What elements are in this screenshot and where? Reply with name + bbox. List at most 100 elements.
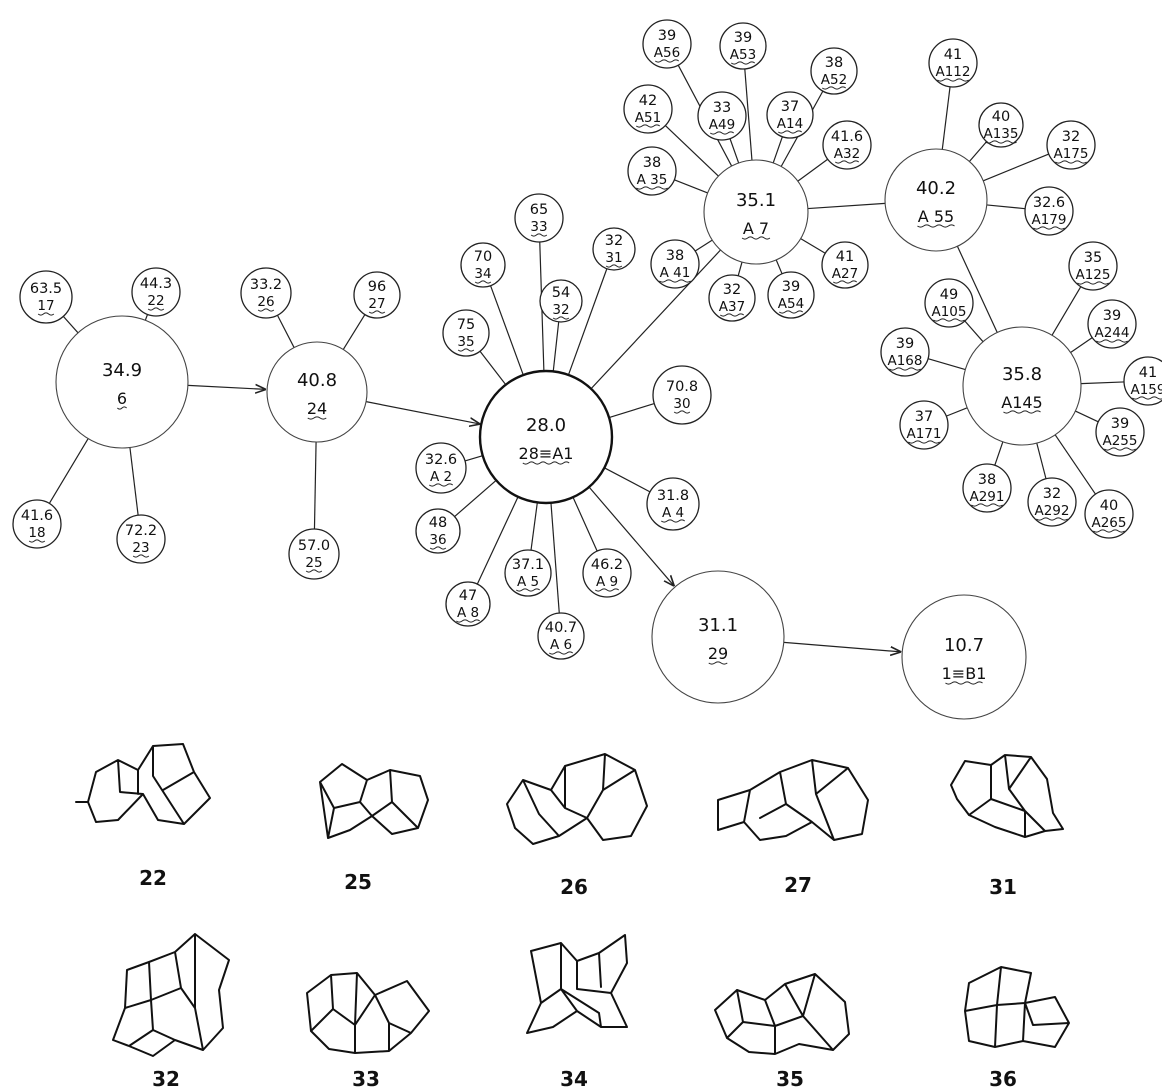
node-circle [539, 279, 583, 323]
node-value: 34.9 [102, 360, 142, 381]
node-circle [646, 477, 700, 531]
node-circle [537, 612, 585, 660]
node-label: 18 [28, 525, 45, 541]
edge-n6-n23 [129, 447, 139, 516]
node-label: 25 [305, 555, 322, 571]
label-underline [917, 224, 955, 228]
edge-nA1-nA5 [530, 502, 538, 551]
label-underline [709, 131, 735, 135]
node-circle [442, 309, 490, 357]
node-circle [623, 84, 673, 134]
edge-nA55-nA145 [956, 246, 998, 333]
label-underline [660, 519, 686, 523]
edge-nA145-nA168 [927, 358, 966, 371]
node-label: A 41 [660, 265, 691, 281]
edge-nA1-n30 [608, 402, 655, 419]
node-value: 49 [940, 287, 958, 303]
node-label: 31 [605, 250, 622, 266]
node-label: 36 [429, 532, 446, 548]
node-value: 47 [459, 588, 477, 604]
edge-n6-n22 [144, 314, 149, 321]
node-value: 10.7 [944, 635, 984, 656]
node-nA1: 28.028≡A1 [478, 369, 614, 505]
edge-nA1-nA7 [590, 249, 721, 390]
node-circle [415, 442, 467, 494]
node-label: A27 [832, 266, 858, 282]
structure-drawing [717, 759, 869, 841]
node-label: 35 [457, 334, 474, 350]
structure-s32: 32 [112, 933, 230, 1090]
edge-nA145-nA244 [1070, 337, 1093, 354]
edge-nA1-nA9 [572, 496, 598, 552]
node-circle [240, 267, 292, 319]
node-value: 39 [658, 28, 676, 44]
node-label: A52 [821, 72, 847, 88]
label-underline [117, 406, 127, 410]
edge-nA7-nA41 [694, 239, 713, 252]
node-circle [1027, 477, 1077, 527]
node-value: 41 [836, 249, 854, 265]
label-underline [1055, 160, 1087, 164]
label-underline [889, 367, 921, 371]
node-value: 38 [643, 155, 661, 171]
node-circle [266, 341, 368, 443]
node-value: 33.2 [250, 277, 282, 293]
node-label: A291 [969, 489, 1004, 505]
label-underline [730, 61, 756, 65]
node-circle [880, 327, 930, 377]
edge-nA1-nA8 [476, 496, 519, 585]
node-nA35: 38A 35 [627, 146, 677, 196]
node-circle [651, 570, 785, 704]
node-value: 38 [825, 55, 843, 71]
node-label: 6 [117, 389, 127, 408]
structure-drawing [506, 753, 648, 845]
node-n17: 63.517 [19, 270, 73, 324]
label-underline [719, 313, 745, 317]
edge-n24-n27 [342, 314, 366, 350]
node-circle [415, 508, 461, 554]
node-nA5: 37.1A 5 [504, 549, 552, 597]
node-n24: 40.824 [266, 341, 368, 443]
node-label: A105 [931, 304, 966, 320]
label-underline [933, 318, 965, 322]
node-circle [719, 22, 767, 70]
node-value: 39 [1111, 416, 1129, 432]
node-label: 24 [307, 399, 327, 418]
node-value: 41.6 [21, 508, 53, 524]
node-circle [962, 463, 1012, 513]
edge-nA1-n29 [588, 486, 674, 586]
node-value: 44.3 [140, 276, 172, 292]
label-underline [28, 539, 46, 543]
node-value: 41 [944, 47, 962, 63]
node-value: 33 [713, 100, 731, 116]
node-label: 34 [474, 266, 491, 282]
label-underline [741, 236, 771, 240]
node-nA4: 31.8A 4 [646, 477, 700, 531]
label-underline [1077, 281, 1109, 285]
node-circle [116, 514, 166, 564]
structure-s36: 36 [964, 966, 1070, 1090]
label-underline [1093, 529, 1125, 533]
structure-label: 32 [152, 1067, 180, 1090]
edge-nA7-nA32 [797, 158, 829, 182]
structure-label: 33 [352, 1067, 380, 1090]
node-circle [978, 102, 1024, 148]
label-underline [778, 310, 804, 314]
node-nA41: 38A 41 [650, 239, 700, 289]
structure-drawing [112, 933, 230, 1057]
node-value: 72.2 [125, 523, 157, 539]
node-label: 29 [708, 644, 728, 663]
node-value: 40 [992, 109, 1010, 125]
structure-label: 22 [139, 866, 167, 890]
node-label: A54 [778, 296, 804, 312]
